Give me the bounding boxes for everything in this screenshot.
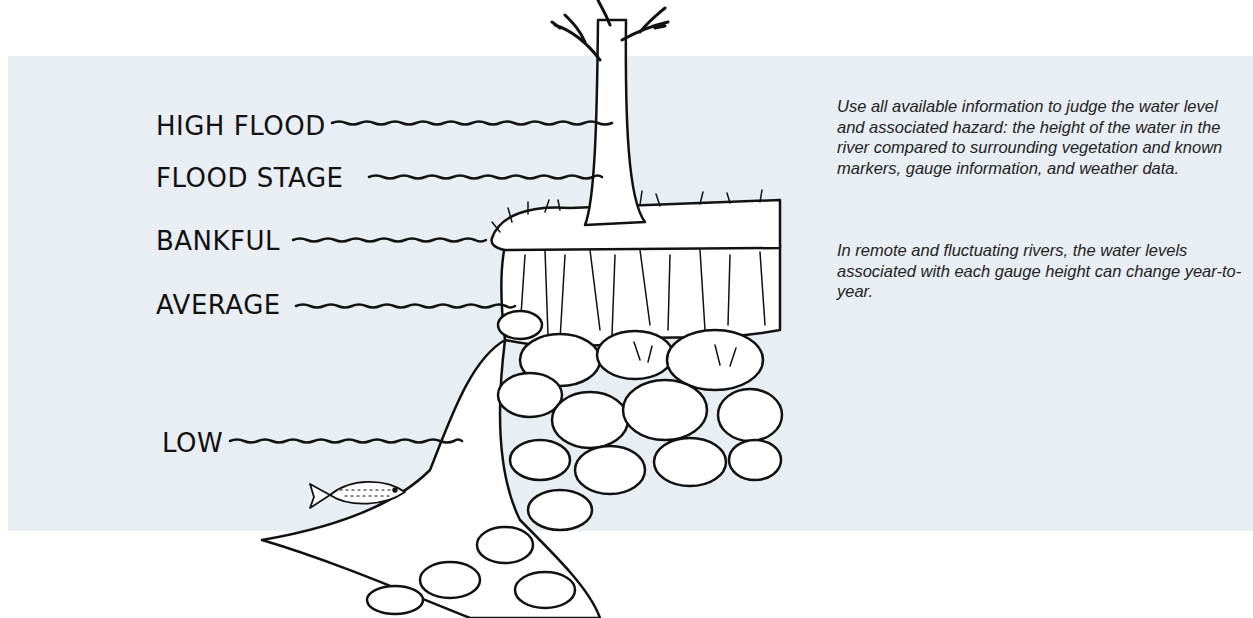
water-level-line — [296, 305, 515, 308]
water-level-line — [293, 239, 486, 242]
level-label: HIGH FLOOD — [156, 111, 326, 141]
level-label: FLOOD STAGE — [156, 163, 344, 193]
level-label: BANKFUL — [156, 226, 280, 256]
level-label: AVERAGE — [156, 290, 281, 320]
water-level-line — [369, 176, 602, 179]
note-text: Use all available information to judge t… — [837, 96, 1242, 178]
water-level-line — [230, 440, 462, 443]
level-label: LOW — [162, 428, 223, 458]
water-level-line — [332, 122, 612, 125]
note-text: In remote and fluctuating rivers, the wa… — [837, 240, 1242, 302]
